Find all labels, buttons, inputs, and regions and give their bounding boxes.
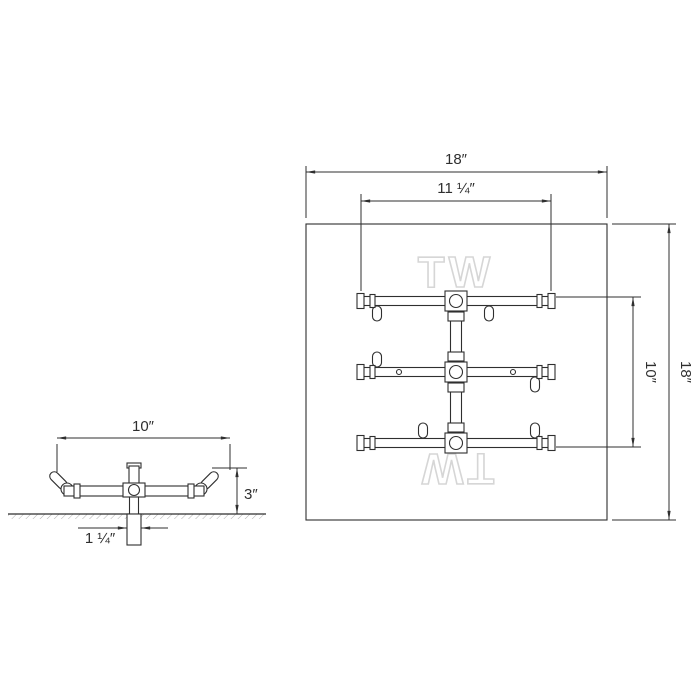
side-dim-height: 3″: [212, 467, 258, 514]
dimension-label: 18″: [445, 151, 468, 168]
port-hole: [509, 368, 517, 376]
dimension-label: 10″: [132, 418, 155, 435]
burner-jet: [371, 305, 383, 322]
dimension-label: 3″: [244, 486, 258, 503]
plan-burner-assembly: [356, 290, 556, 454]
burner-jet: [417, 422, 429, 439]
pipe-coupling: [447, 382, 465, 393]
side-dim-width: 10″: [56, 418, 231, 472]
plan-dim-burner-width: 11 ¼″: [360, 180, 552, 291]
union-fitting: [369, 364, 376, 380]
union-fitting: [187, 483, 195, 499]
pipe-coupling: [447, 351, 465, 362]
plan-view: 18″ 11 ¼″ 10″ 18″ TW TW: [305, 151, 694, 521]
union-fitting: [536, 293, 543, 309]
end-cap: [547, 363, 556, 381]
union-fitting: [536, 435, 543, 451]
fitting-hub: [448, 364, 464, 380]
union-fitting: [369, 435, 376, 451]
plan-dim-burner-depth: 10″: [556, 296, 659, 448]
burner-jet: [483, 305, 495, 322]
fitting-hub: [448, 293, 464, 309]
plan-dim-overall-width: 18″: [305, 151, 608, 218]
side-dim-inlet: 1 ¼″: [78, 526, 168, 547]
side-view: 10″ 3″: [8, 418, 266, 547]
port-hole: [395, 368, 403, 376]
end-cap: [547, 292, 556, 310]
burner-jet: [529, 376, 541, 393]
burner-jet: [371, 351, 383, 368]
union-fitting: [73, 483, 81, 499]
inlet-drop-pipe: [126, 513, 142, 546]
brand-watermark-top: TW: [418, 248, 494, 297]
dimension-label: 10″: [642, 361, 659, 384]
union-fitting: [369, 293, 376, 309]
pipe-coupling: [447, 311, 465, 322]
union-fitting: [536, 364, 543, 380]
dimension-label: 18″: [677, 361, 694, 384]
end-cap: [356, 292, 365, 310]
burner-jet: [529, 422, 541, 439]
dimension-label: 11 ¼″: [437, 180, 475, 197]
end-cap: [356, 363, 365, 381]
pipe-coupling: [447, 422, 465, 433]
dimension-label: 1 ¼″: [85, 530, 116, 547]
end-cap: [547, 434, 556, 452]
side-burner-assembly: [49, 462, 219, 546]
fitting-hub: [448, 435, 464, 451]
end-cap: [356, 434, 365, 452]
fitting-hub: [127, 483, 141, 497]
riser-pipe: [128, 496, 140, 515]
cross-fittings: [444, 290, 468, 454]
plan-dim-overall-height: 18″: [612, 223, 694, 521]
